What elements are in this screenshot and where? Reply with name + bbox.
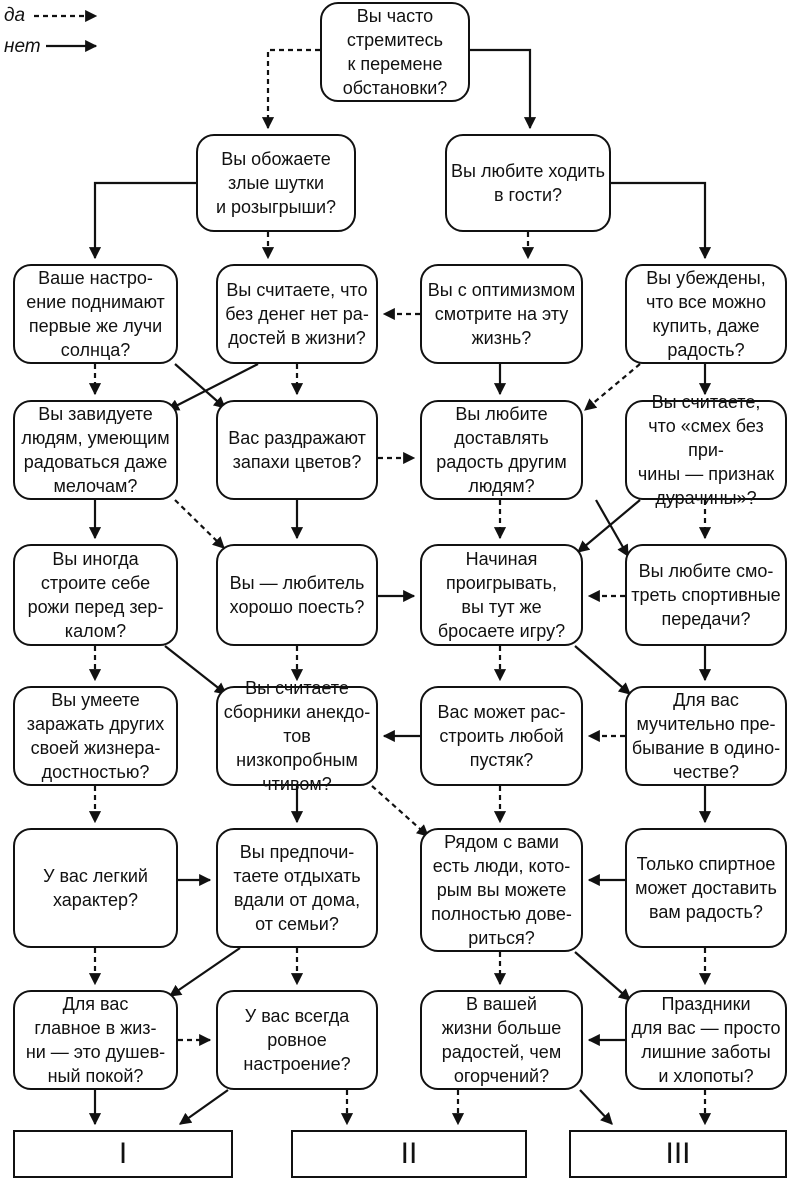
question-trust-people: Рядом с вами есть люди, кото- рым вы мож…	[420, 828, 583, 952]
question-evil-jokes: Вы обожаете злые шутки и розыгрыши?	[196, 134, 356, 232]
edge-q5-no	[166, 363, 259, 411]
question-trifle-upset: Вас может рас- строить любой пустяк?	[420, 686, 583, 786]
edge-q11-no	[577, 499, 641, 553]
question-rest-away: Вы предпочи- таете отдыхать вдали от дом…	[216, 828, 378, 948]
question-buy-everything: Вы убеждены, что все можно купить, даже …	[625, 264, 787, 364]
question-sun-rays: Ваше настро- ение поднимают первые же лу…	[13, 264, 178, 364]
edge-q1-no	[470, 48, 537, 130]
question-faces-mirror: Вы иногда строите себе рожи перед зер- к…	[13, 544, 178, 646]
question-loneliness: Для вас мучительно пре- бывание в одино-…	[625, 686, 787, 786]
question-quit-game: Начиная проигрывать, вы тут же бросаете …	[420, 544, 583, 646]
edge-q14-no	[574, 645, 631, 695]
result-one: I	[13, 1130, 233, 1178]
result-three: III	[569, 1130, 787, 1178]
question-more-joys: В вашей жизни больше радостей, чем огорч…	[420, 990, 583, 1090]
edge-q22-no	[574, 951, 631, 1001]
question-alcohol: Только спиртное может доставить вам радо…	[625, 828, 787, 948]
edge-q12-no	[164, 645, 227, 695]
edge-q25-no	[179, 1089, 229, 1125]
legend-no-label: нет	[4, 36, 41, 57]
edge-q3-no	[611, 181, 712, 260]
question-sports-tv: Вы любите смо- треть спортивные передачи…	[625, 544, 787, 646]
question-holidays: Праздники для вас — просто лишние заботы…	[625, 990, 787, 1090]
edge-q21-no	[169, 947, 241, 997]
question-flower-smell: Вас раздражают запахи цветов?	[216, 400, 378, 500]
question-joke-books: Вы считаете сборники анекдо- тов низкопр…	[216, 678, 378, 794]
question-envy: Вы завидуете людям, умеющим радоваться д…	[13, 400, 178, 500]
question-infect-others: Вы умеете заражать других своей жизнера-…	[13, 686, 178, 786]
question-money-joy: Вы считаете, что без денег нет ра- досте…	[216, 264, 378, 364]
edge-q1-yes	[261, 48, 320, 130]
result-two: II	[291, 1130, 527, 1178]
edge-q7-yes	[584, 363, 641, 411]
question-optimism: Вы с оптимизмом смотрите на эту жизнь?	[420, 264, 583, 364]
question-bring-joy: Вы любите доставлять радость другим людя…	[420, 400, 583, 500]
question-laughter: Вы считаете, что «смех без при- чины — п…	[625, 392, 787, 508]
question-eat-well: Вы — любитель хорошо поесть?	[216, 544, 378, 646]
edge-q4-no	[174, 363, 226, 409]
legend-yes-label: да	[4, 5, 26, 26]
edge-q2-no	[88, 181, 196, 260]
edge-q10-no	[595, 499, 629, 558]
question-peace-of-mind: Для вас главное в жиз- ни — это душев- н…	[13, 990, 178, 1090]
question-easy-character: У вас легкий характер?	[13, 828, 178, 948]
question-visiting: Вы любите ходить в гости?	[445, 134, 611, 232]
question-even-mood: У вас всегда ровное настроение?	[216, 990, 378, 1090]
edge-q8-yes	[174, 499, 225, 549]
edge-q17-yes	[371, 785, 429, 837]
question-change-scenery: Вы часто стремитесь к перемене обстановк…	[320, 2, 470, 102]
edge-q26-no	[579, 1089, 613, 1125]
